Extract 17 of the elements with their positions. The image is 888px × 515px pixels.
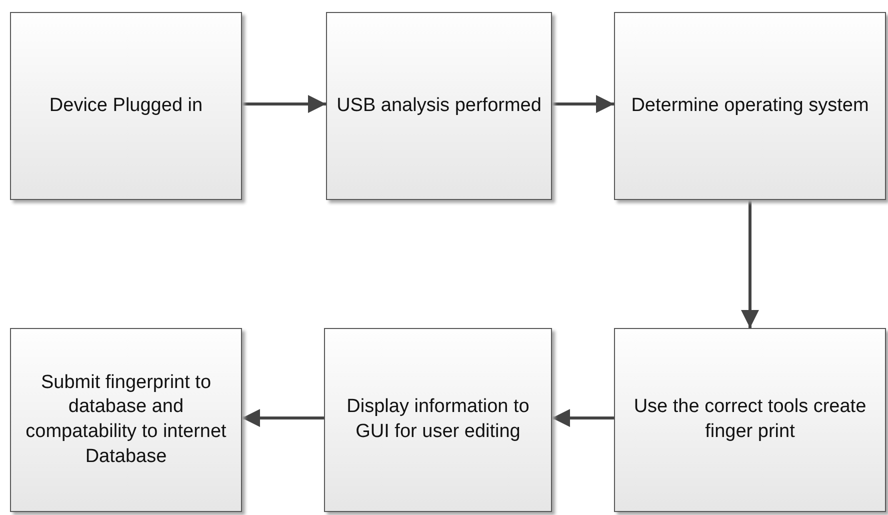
box-label: Display information to GUI for user editing	[346, 395, 530, 444]
box-label: Determine operating system	[631, 94, 869, 118]
process-box	[10, 12, 242, 200]
box-label: Use the correct tools create finger print	[632, 395, 868, 444]
box-label: Submit fingerprint to database and compatability to internet Database	[24, 370, 228, 469]
arrow	[242, 95, 326, 113]
process-box	[326, 12, 552, 200]
process-box	[614, 12, 886, 200]
arrow	[741, 200, 759, 328]
arrow	[242, 409, 324, 427]
process-box	[324, 328, 552, 512]
arrow	[552, 95, 614, 113]
box-label: Device Plugged in	[49, 94, 203, 118]
arrow	[552, 409, 614, 427]
process-box	[10, 328, 242, 512]
process-box	[614, 328, 886, 512]
box-label: USB analysis performed	[336, 94, 542, 118]
